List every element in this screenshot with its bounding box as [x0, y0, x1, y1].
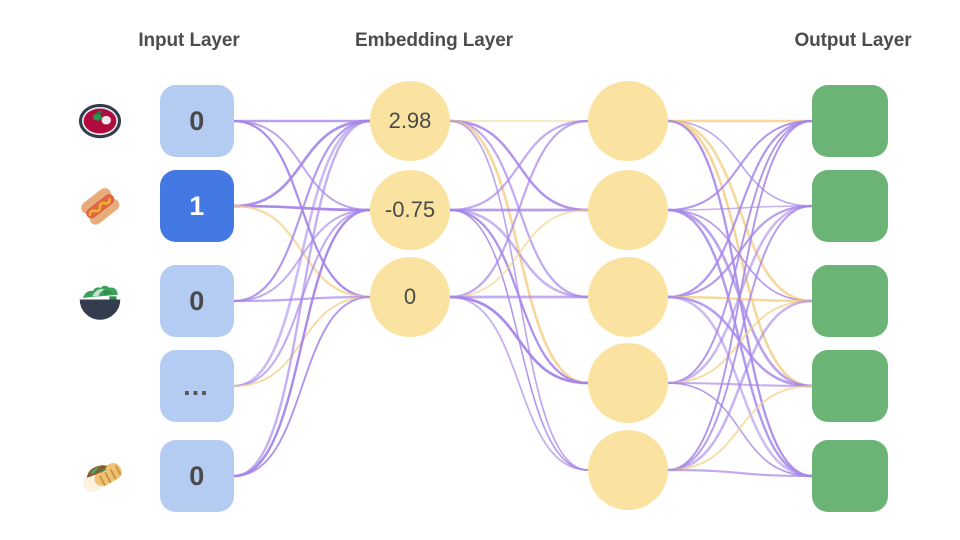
output-node-2[interactable] — [812, 265, 888, 337]
input-node-2[interactable]: 0 — [160, 265, 234, 337]
input-node-3[interactable]: … — [160, 350, 234, 422]
edge-hidden-1-output-0 — [667, 120, 813, 211]
embedding-node-2[interactable]: 0 — [370, 257, 450, 337]
edge-embedding-2-hidden-1 — [449, 209, 589, 298]
input-node-4[interactable]: 0 — [160, 440, 234, 512]
edge-input-3-embedding-0 — [233, 119, 371, 388]
hidden-node-1[interactable] — [588, 170, 668, 250]
edge-embedding-2-hidden-0 — [449, 119, 589, 299]
edge-input-4-embedding-0 — [233, 119, 371, 478]
hidden-node-4[interactable] — [588, 430, 668, 510]
edge-embedding-1-hidden-0 — [449, 119, 589, 212]
edge-embedding-2-hidden-4 — [449, 296, 589, 471]
edge-hidden-4-output-4 — [667, 468, 813, 478]
edge-hidden-4-output-2 — [667, 299, 813, 472]
edge-input-1-embedding-0 — [233, 119, 371, 208]
edge-hidden-4-output-3 — [667, 384, 813, 472]
output-node-1[interactable] — [812, 170, 888, 242]
edge-hidden-3-output-0 — [667, 120, 813, 384]
output-node-0[interactable] — [812, 85, 888, 157]
layer-title-output: Output Layer — [794, 30, 912, 51]
hot-dog-icon — [72, 178, 128, 234]
output-node-3[interactable] — [812, 350, 888, 422]
bowl-of-soup-icon — [72, 93, 128, 149]
edge-embedding-2-hidden-3 — [449, 295, 589, 385]
embedding-node-0[interactable]: 2.98 — [370, 81, 450, 161]
embedding-node-1[interactable]: -0.75 — [370, 170, 450, 250]
output-node-4[interactable] — [812, 440, 888, 512]
edge-hidden-0-output-1 — [667, 120, 813, 207]
edge-input-4-embedding-2 — [233, 296, 371, 477]
input-node-0[interactable]: 0 — [160, 85, 234, 157]
input-node-1[interactable]: 1 — [160, 170, 234, 242]
burrito-icon — [72, 448, 128, 504]
hidden-node-2[interactable] — [588, 257, 668, 337]
edge-hidden-2-output-0 — [667, 119, 813, 299]
hidden-node-0[interactable] — [588, 81, 668, 161]
edge-hidden-4-output-1 — [667, 205, 813, 471]
hidden-node-3[interactable] — [588, 343, 668, 423]
edge-input-2-embedding-0 — [233, 119, 371, 303]
green-salad-icon — [72, 273, 128, 329]
edge-input-4-embedding-1 — [233, 208, 371, 478]
edge-hidden-4-output-0 — [667, 120, 813, 471]
layer-title-input: Input Layer — [138, 30, 240, 51]
layer-title-embedding: Embedding Layer — [355, 30, 513, 51]
